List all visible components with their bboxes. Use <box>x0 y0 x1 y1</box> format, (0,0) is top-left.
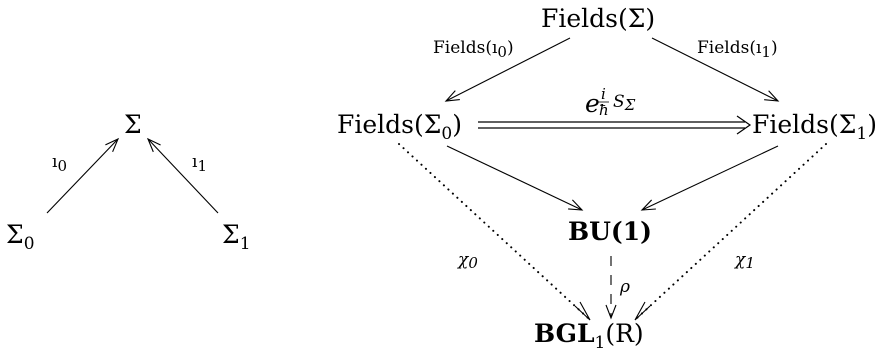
node-sigma-1: Σ1 <box>222 220 251 254</box>
svg-text:e: e <box>585 89 600 118</box>
svg-text:i: i <box>601 85 606 103</box>
node-bu1: BU(1) <box>568 217 652 246</box>
node-sigma: Σ <box>124 110 142 139</box>
svg-text:ħ: ħ <box>599 101 609 119</box>
left-span-diagram: Σ Σ0 Σ1 ı0 ı1 <box>6 110 251 254</box>
label-fields-i1: Fields(ı1) <box>697 38 778 61</box>
label-chi1: χ1 <box>734 250 755 272</box>
node-fields-sigma-1: Fields(Σ1) <box>752 110 877 144</box>
node-sigma-0: Σ0 <box>6 220 35 254</box>
double-arrow-head <box>736 115 752 135</box>
node-fields-sigma: Fields(Σ) <box>541 4 655 33</box>
node-fields-sigma-0: Fields(Σ0) <box>337 110 462 144</box>
label-exp-action: e i ħ SΣ <box>585 85 636 119</box>
arrow-chi0-head <box>574 301 591 321</box>
arrow-fields-i0 <box>444 37 571 102</box>
label-i0: ı0 <box>52 152 67 175</box>
right-fields-diagram: Fields(Σ) Fields(Σ0) Fields(Σ1) BU(1) BG… <box>337 4 877 353</box>
arrow-fields-i1 <box>651 37 780 102</box>
label-chi0: χ0 <box>457 250 478 272</box>
arrow-fields-sigma0-to-bu1 <box>446 145 584 211</box>
arrow-chi1 <box>636 143 827 319</box>
arrow-chi1-head <box>634 301 651 321</box>
arrow-i1 <box>146 137 219 214</box>
node-bgl1r: BGL1(R) <box>534 319 644 353</box>
arrow-chi0 <box>398 143 589 319</box>
label-fields-i0: Fields(ı0) <box>433 38 514 61</box>
arrow-i0 <box>46 137 120 214</box>
arrow-fields-sigma1-to-bu1 <box>640 145 779 211</box>
svg-text:SΣ: SΣ <box>613 92 636 114</box>
label-i1: ı1 <box>192 152 207 175</box>
label-rho: ρ <box>619 277 630 297</box>
